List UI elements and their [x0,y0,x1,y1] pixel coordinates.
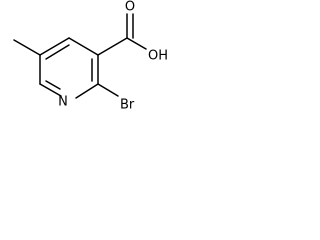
carboxyl-bond [97,37,128,56]
chemical-structure: N Br OH O [13,0,168,113]
hydroxyl-bond [126,37,147,50]
ring-bond-n-c2 [39,83,62,97]
ring-bond-n-c2-inner [45,80,61,90]
ring-bond-c6-c7 [75,83,99,99]
bromine-label: Br [120,98,135,113]
ring-bond-c3-c4 [39,37,70,56]
ring-bond-c4-c5 [68,37,99,56]
bromo-bond [97,83,119,97]
hydroxyl-label: OH [148,49,168,64]
carbonyl-oxygen-label: O [125,0,135,15]
nitrogen-label: N [58,95,68,110]
ring-bond-c3-c4-inner [45,44,70,60]
methyl-bond [13,39,41,56]
